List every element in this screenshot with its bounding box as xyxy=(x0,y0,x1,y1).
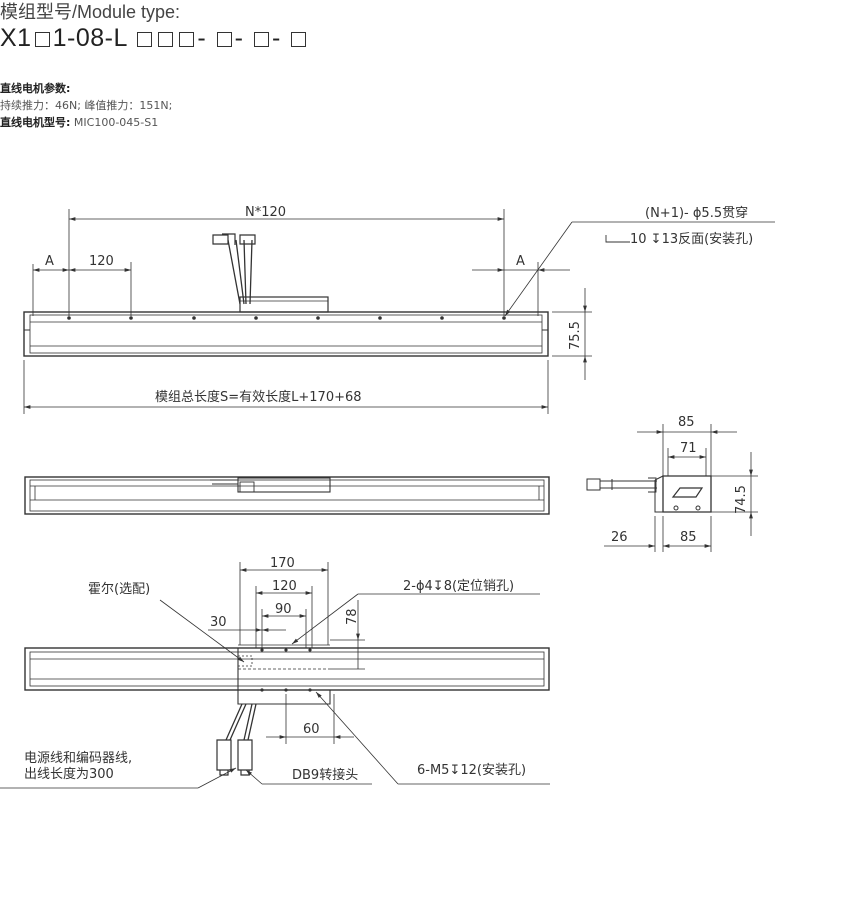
dim-60: 60 xyxy=(303,722,320,737)
dim-78: 78 xyxy=(345,608,360,625)
dim-30: 30 xyxy=(210,615,227,630)
bottom-holes xyxy=(260,648,312,692)
end-view xyxy=(586,475,712,513)
top-view xyxy=(23,233,549,357)
code-box-4 xyxy=(179,32,195,47)
dim-120-bottom: 120 xyxy=(272,579,297,594)
params-title: 直线电机参数: xyxy=(0,82,71,95)
dim-85-top: 85 xyxy=(678,415,695,430)
code-box-5 xyxy=(216,32,232,47)
total-length-label: 模组总长度S=有效长度L+170+68 xyxy=(155,389,362,405)
side-view xyxy=(24,476,550,515)
m5-holes-label: 6-M5↧12(安装孔) xyxy=(417,763,526,778)
db9-label: DB9转接头 xyxy=(292,767,358,783)
module-code: X1 1-08-L - - - xyxy=(0,24,309,53)
code-box-1 xyxy=(34,32,50,47)
params-model: 直线电机型号: MIC100-045-S1 xyxy=(0,116,159,129)
cable-label-2: 出线长度为300 xyxy=(24,766,114,782)
dim-74-5: 74.5 xyxy=(734,485,749,514)
holes-label: (N+1)- ϕ5.5贯穿 xyxy=(645,205,748,221)
hall-sensor-label: 霍尔(选配) xyxy=(88,582,150,597)
mounting-holes xyxy=(67,316,506,320)
code-part1: 1-08-L xyxy=(52,24,127,52)
module-type-label: 模组型号/Module type: xyxy=(0,2,181,22)
bottom-view xyxy=(24,644,550,776)
code-dash-2: - xyxy=(234,24,244,52)
code-dash-1: - xyxy=(197,24,207,52)
dim-120: 120 xyxy=(89,254,114,269)
dim-a-left: A xyxy=(45,254,54,269)
code-box-6 xyxy=(253,32,269,47)
code-prefix: X1 xyxy=(0,24,32,52)
params-force: 持续推力：46N; 峰值推力：151N; xyxy=(0,99,173,112)
code-box-3 xyxy=(158,32,174,47)
dim-85-bottom: 85 xyxy=(680,530,697,545)
dim-71: 71 xyxy=(680,441,697,456)
dim-170: 170 xyxy=(270,556,295,571)
dim-90: 90 xyxy=(275,602,292,617)
code-box-7 xyxy=(291,32,307,47)
dim-n120: N*120 xyxy=(245,205,286,220)
dim-75-5: 75.5 xyxy=(568,321,583,350)
cable-label-1: 电源线和编码器线, xyxy=(24,751,132,766)
code-box-2 xyxy=(137,32,153,47)
dim-26: 26 xyxy=(611,530,628,545)
code-dash-3: - xyxy=(271,24,281,52)
locating-pin-label: 2-ϕ4↧8(定位销孔) xyxy=(403,579,514,594)
holes-label-2: 10 ↧13反面(安装孔) xyxy=(630,232,753,247)
dim-a-right: A xyxy=(516,254,525,269)
